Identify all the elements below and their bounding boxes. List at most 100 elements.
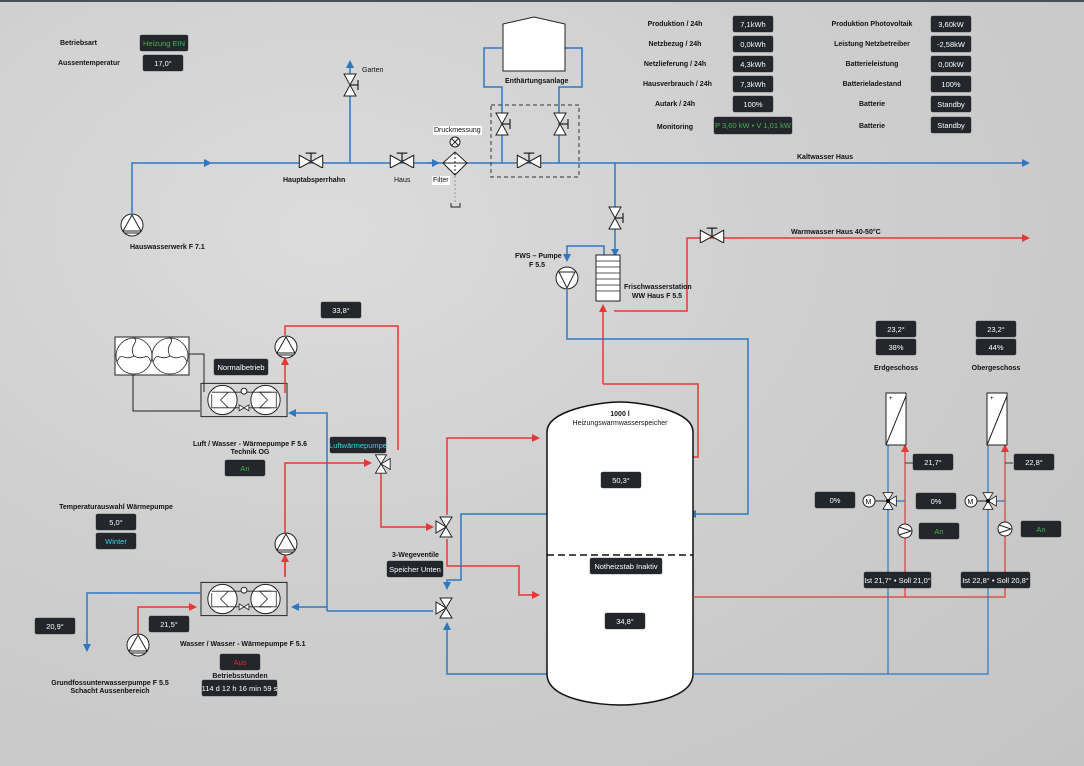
- svg-text:+: +: [889, 396, 893, 402]
- mixer-og-icon[interactable]: M: [964, 492, 997, 510]
- energy-label: Batterieladestand: [842, 81, 902, 88]
- energy-label: Hausverbrauch / 24h: [643, 81, 712, 88]
- heat-exchanger-air-icon: [200, 382, 288, 418]
- valve-haus-icon[interactable]: [389, 152, 415, 168]
- season-value[interactable]: Winter: [96, 533, 136, 549]
- top-border: [0, 0, 1084, 2]
- floor-name: Obergeschoss: [971, 365, 1021, 372]
- mixer-position: 0%: [815, 492, 855, 508]
- label-enthaertung: Enthärtungsanlage: [505, 78, 569, 85]
- label-filter: Filter: [432, 176, 450, 185]
- energy-label: Batterie: [858, 101, 886, 108]
- water-hp-state[interactable]: Aus: [220, 654, 260, 670]
- flow-temp: 21,7°: [913, 454, 953, 470]
- valve-softener-bypass-icon[interactable]: [516, 152, 542, 168]
- room-temp: 23,2°: [876, 321, 916, 337]
- softener-bypass-box: [490, 104, 580, 178]
- pump-og-icon: [997, 521, 1013, 537]
- mixer-eg-icon[interactable]: M: [862, 492, 897, 510]
- energy-value: 3,60kW: [931, 16, 971, 32]
- grundfos-pump-location: Schacht Aussenbereich: [70, 688, 150, 695]
- room-temp: 23,2°: [976, 321, 1016, 337]
- heat-exchanger-water-icon: [200, 581, 288, 617]
- energy-value: 100%: [733, 96, 773, 112]
- valve-fws-inlet-icon[interactable]: [608, 206, 624, 230]
- monitoring-value: P 3,60 kW • V 1,01 kW: [714, 117, 792, 134]
- refrigerant-lines: [132, 353, 205, 412]
- energy-value: 0,00kW: [931, 56, 971, 72]
- filter-icon: [442, 151, 468, 208]
- pump-air-hp-icon: [274, 335, 298, 359]
- operating-hours-value: 114 d 12 h 16 min 59 s: [202, 680, 277, 696]
- pump-fws-icon: [555, 266, 579, 290]
- energy-label: Batterieleistung: [845, 61, 899, 68]
- temp-select-value[interactable]: 5,0°: [96, 514, 136, 530]
- storage-tank-icon: [546, 401, 694, 706]
- svg-text:M: M: [866, 499, 872, 506]
- softener-tank-icon: [502, 16, 566, 72]
- label-hauswasserwerk: Hauswasserwerk F 7.1: [130, 244, 205, 251]
- storage-size: 1000 l: [610, 411, 630, 418]
- air-hp-state[interactable]: An: [225, 460, 265, 476]
- energy-value: 0,0kWh: [733, 36, 773, 52]
- floor-heating-circuits: [693, 444, 1013, 675]
- pump-state[interactable]: An: [1021, 521, 1061, 537]
- fresh-water-station-icon: [595, 254, 621, 302]
- energy-value: 100%: [931, 76, 971, 92]
- floor-name: Erdgeschoss: [874, 365, 918, 372]
- label-fws-pumpe: FWS – Pumpe: [515, 253, 562, 260]
- pressure-gauge-icon: [449, 136, 461, 148]
- water-hp-return-temp: 20,9°: [35, 618, 75, 634]
- water-hp-supply-temp: 21,5°: [149, 616, 189, 632]
- valves3-state[interactable]: Speicher Unten: [387, 561, 443, 577]
- air-hp-mode[interactable]: Normalbetrieb: [214, 359, 268, 375]
- pump-eg-icon: [897, 523, 913, 539]
- energy-label: Autark / 24h: [654, 101, 696, 108]
- aussentemp-label: Aussentemperatur: [58, 60, 120, 67]
- storage-temp-top: 50,3°: [601, 472, 641, 488]
- label-warmwasser: Warmwasser Haus 40-50°C: [791, 229, 881, 236]
- label-garten: Garten: [362, 67, 384, 74]
- storage-name: Heizungswarmwasserspeicher: [572, 420, 668, 427]
- valve-luftwaermepumpe-state[interactable]: Luftwärmepumpe: [329, 437, 387, 453]
- betriebsart-value[interactable]: Heizung EIN: [140, 35, 188, 51]
- mixer-position: 0%: [916, 493, 956, 509]
- valve-3way-top-icon[interactable]: [435, 516, 453, 538]
- setpoint[interactable]: Ist 21,7° • Soll 21,0°: [864, 572, 931, 588]
- grundfos-pump-label: Grundfossunterwasserpumpe F 5.5: [51, 680, 169, 687]
- valve-garten-icon[interactable]: [343, 73, 359, 97]
- valve-luftwaermepumpe-icon[interactable]: [375, 454, 391, 474]
- energy-label: Netzlieferung / 24h: [643, 61, 707, 68]
- label-frischwasserstation-id: WW Haus F 5.5: [631, 293, 683, 300]
- aussentemp-value: 17,0°: [143, 55, 183, 71]
- label-kaltwasser: Kaltwasser Haus: [797, 154, 854, 161]
- energy-value: 7,1kWh: [733, 16, 773, 32]
- energy-value: Standby: [931, 96, 971, 112]
- air-hp-name: Luft / Wasser - Wärmepumpe F 5.6: [192, 441, 308, 448]
- svg-text:+: +: [990, 396, 994, 402]
- radiator-og-icon: +: [986, 392, 1008, 446]
- energy-label: Batterie: [858, 123, 886, 130]
- storage-heater-state[interactable]: Notheizstab Inaktiv: [590, 558, 662, 574]
- operating-hours-label: Betriebsstunden: [212, 673, 268, 680]
- pump-water-hp-icon: [274, 532, 298, 556]
- pump-hauswasserwerk-icon: [120, 213, 144, 237]
- valve-3way-bottom-icon[interactable]: [435, 597, 453, 619]
- valve-warmwasser-icon[interactable]: [699, 227, 725, 243]
- setpoint[interactable]: Ist 22,8° • Soll 20,8°: [961, 572, 1030, 588]
- energy-value: 4,3kWh: [733, 56, 773, 72]
- air-hp-location: Technik OG: [230, 449, 270, 456]
- pump-state[interactable]: An: [919, 523, 959, 539]
- water-hp-circuit: [83, 554, 327, 652]
- valve-hauptabsperrhahn-icon[interactable]: [298, 152, 324, 168]
- room-humidity: 44%: [976, 339, 1016, 355]
- valve-softener-out-icon[interactable]: [553, 112, 569, 136]
- room-humidity: 38%: [876, 339, 916, 355]
- valve-softener-in-icon[interactable]: [495, 112, 511, 136]
- energy-value: Standby: [931, 117, 971, 133]
- energy-value: 7,3kWh: [733, 76, 773, 92]
- label-fws-pumpe-id: F 5.5: [529, 262, 545, 269]
- label-hauptabsperrhahn: Hauptabsperrhahn: [283, 177, 346, 184]
- air-cooler-icon: [114, 336, 190, 376]
- svg-text:M: M: [968, 499, 974, 506]
